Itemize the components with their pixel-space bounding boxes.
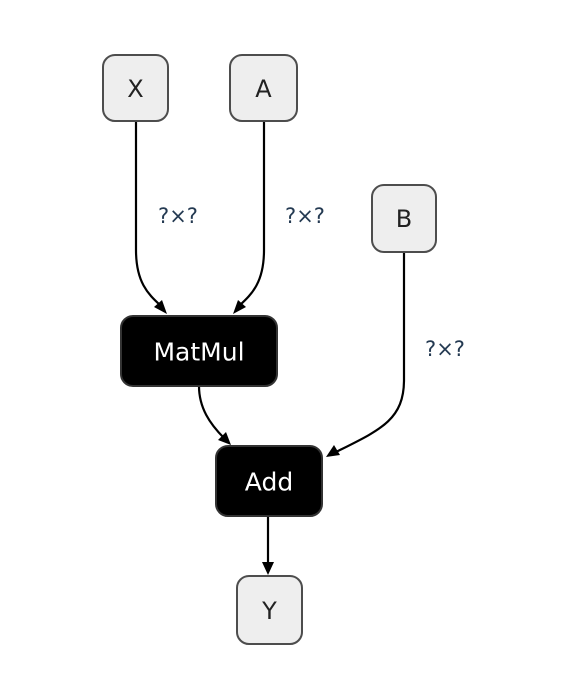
edge-label-b-to-add: ?×? <box>425 337 465 361</box>
node-b-input[interactable]: B <box>371 184 437 253</box>
node-matmul-label: MatMul <box>153 338 244 367</box>
edge-x-to-matmul <box>134 121 161 306</box>
node-add-operator[interactable]: Add <box>215 445 323 517</box>
edge-a-to-matmul <box>239 121 266 306</box>
arrowhead-b-to-add <box>326 445 340 457</box>
node-matmul-operator[interactable]: MatMul <box>120 315 278 387</box>
node-a-label: A <box>255 75 272 103</box>
edge-label-x-to-matmul: ?×? <box>158 204 198 228</box>
node-x-label: X <box>127 75 143 103</box>
arrowhead-add-to-y <box>262 562 274 575</box>
arrowhead-x-to-matmul <box>154 300 167 314</box>
node-y-label: Y <box>261 597 277 625</box>
node-add-label: Add <box>245 468 293 497</box>
node-x-input[interactable]: X <box>102 54 169 122</box>
edge-label-a-to-matmul: ?×? <box>285 204 325 228</box>
node-b-label: B <box>396 205 412 233</box>
arrowhead-a-to-matmul <box>233 300 246 314</box>
edge-b-to-add <box>335 252 406 453</box>
node-y-output[interactable]: Y <box>236 575 303 645</box>
node-a-input[interactable]: A <box>229 54 298 122</box>
edge-matmul-to-add <box>197 385 225 439</box>
arrowhead-matmul-to-add <box>218 432 231 445</box>
